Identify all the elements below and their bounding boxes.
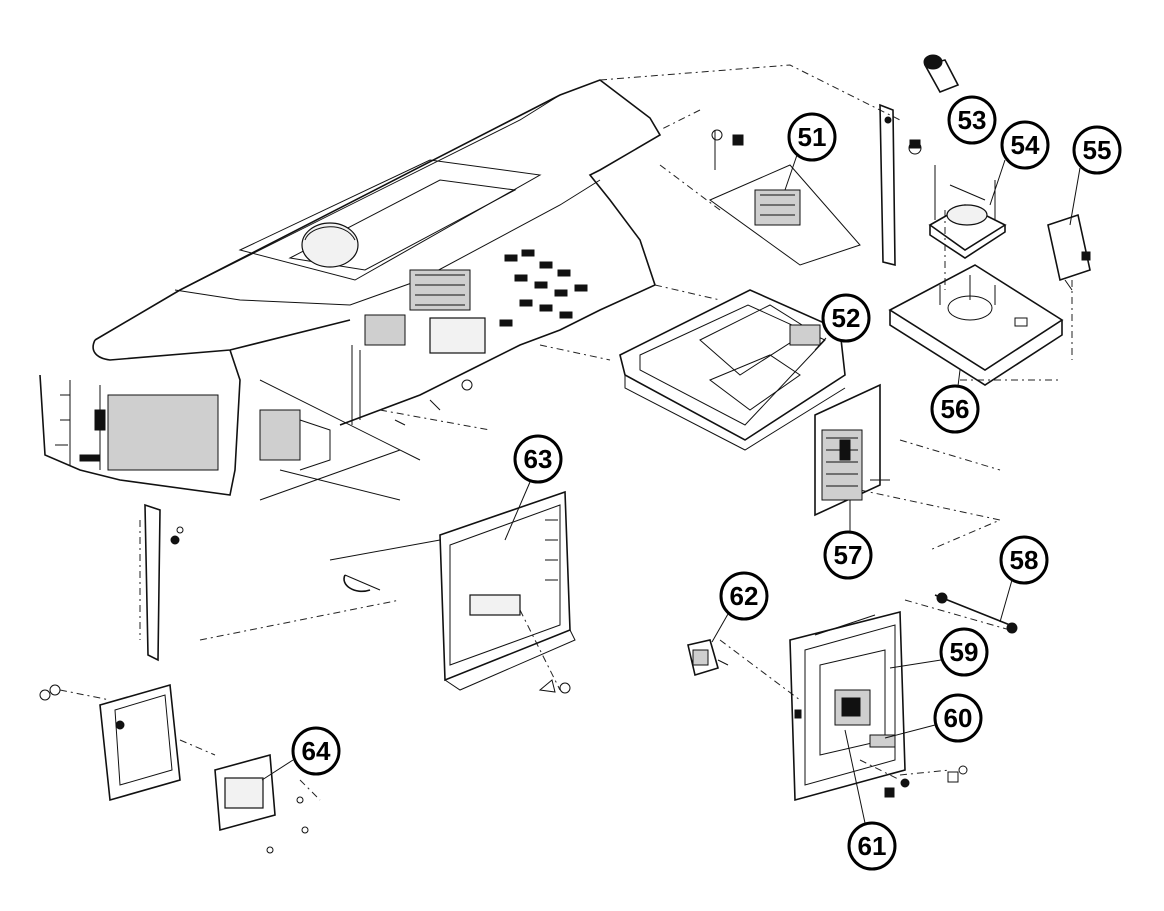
part-56-box	[888, 264, 1064, 386]
callout-58: 58	[999, 535, 1049, 585]
callout-59: 59	[939, 627, 989, 677]
svg-text:63: 63	[524, 444, 553, 474]
part-51-module	[708, 129, 861, 266]
assembly-guide-lines	[59, 64, 1073, 801]
part-57-board	[814, 383, 890, 517]
svg-text:51: 51	[798, 122, 827, 152]
callout-64: 64	[291, 726, 341, 776]
callout-56: 56	[930, 384, 980, 434]
part-52-frame	[619, 289, 846, 451]
svg-text:64: 64	[302, 736, 331, 766]
svg-text:56: 56	[941, 394, 970, 424]
svg-text:60: 60	[944, 703, 973, 733]
callout-62: 62	[719, 571, 769, 621]
callout-55: 55	[1072, 125, 1122, 175]
part-63-board	[329, 490, 576, 694]
part-54-mechanism	[928, 165, 1007, 259]
main-chassis	[39, 79, 662, 501]
svg-text:61: 61	[858, 831, 887, 861]
callout-60: 60	[933, 693, 983, 743]
panel-59-61	[789, 610, 968, 802]
vertical-rail	[144, 503, 184, 662]
part-64-bracket	[39, 683, 309, 854]
callout-61: 61	[847, 821, 897, 871]
callout-53: 53	[947, 95, 997, 145]
chassis-board-chips	[499, 249, 588, 327]
svg-text:58: 58	[1010, 545, 1039, 575]
callout-51: 51	[787, 112, 837, 162]
part-58-cable	[934, 592, 1018, 634]
mounting-rail	[879, 103, 922, 267]
callout-63: 63	[513, 434, 563, 484]
svg-text:54: 54	[1011, 130, 1040, 160]
svg-text:53: 53	[958, 105, 987, 135]
svg-text:59: 59	[950, 637, 979, 667]
callout-leaders	[261, 154, 1081, 824]
callout-52: 52	[821, 293, 871, 343]
part-55-module	[1047, 213, 1091, 291]
svg-text:55: 55	[1083, 135, 1112, 165]
svg-text:52: 52	[832, 303, 861, 333]
part-62-bracket	[687, 639, 729, 677]
callout-57: 57	[823, 530, 873, 580]
callout-54: 54	[1000, 120, 1050, 170]
svg-text:57: 57	[834, 540, 863, 570]
svg-text:62: 62	[730, 581, 759, 611]
part-53-cylinder	[923, 54, 960, 93]
